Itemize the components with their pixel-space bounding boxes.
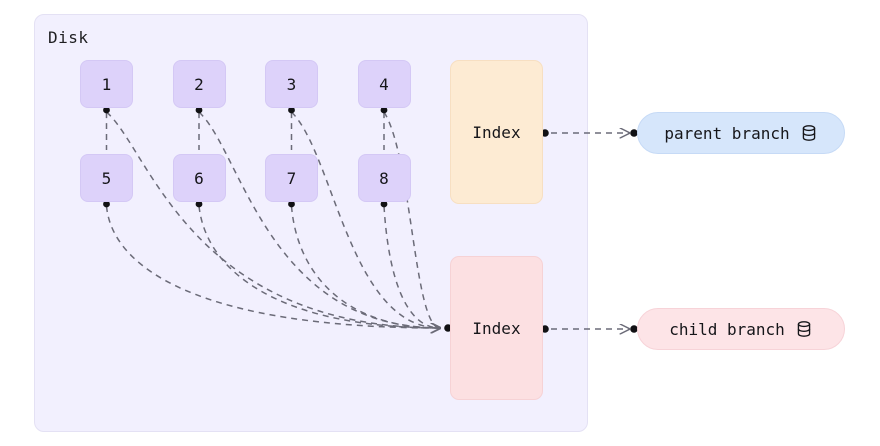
page-box-2[interactable]: 2 (172, 60, 226, 108)
branch-pill-parent-label: parent branch (664, 123, 790, 143)
index-box-parent[interactable]: Index (450, 60, 543, 204)
page-box-6[interactable]: 6 (172, 154, 226, 202)
index-box-child[interactable]: Index (450, 256, 543, 400)
page-box-5[interactable]: 5 (80, 154, 133, 202)
branch-pill-child[interactable]: child branch (637, 308, 845, 350)
database-icon (800, 124, 818, 142)
page-box-1[interactable]: 1 (80, 60, 133, 108)
branch-pill-child-label: child branch (669, 319, 785, 339)
page-box-7[interactable]: 7 (265, 154, 318, 202)
disk-label: Disk (48, 28, 89, 47)
page-box-8[interactable]: 8 (357, 154, 411, 202)
branch-pill-parent[interactable]: parent branch (637, 112, 845, 154)
page-box-4[interactable]: 4 (357, 60, 411, 108)
database-icon (795, 320, 813, 338)
page-box-3[interactable]: 3 (265, 60, 318, 108)
